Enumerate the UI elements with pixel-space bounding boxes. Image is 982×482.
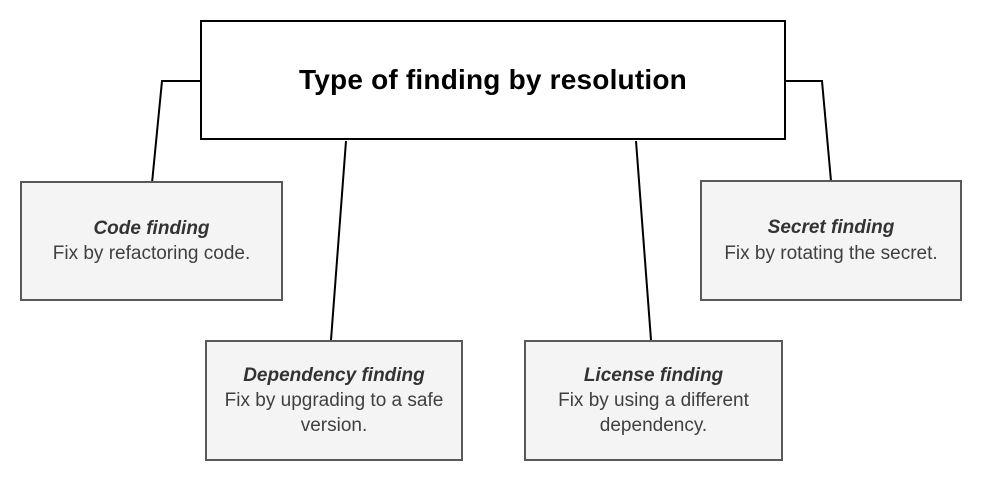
node-dependency-finding-title: Dependency finding (243, 364, 425, 386)
node-code-finding-title: Code finding (93, 217, 210, 239)
node-dependency-finding-description: Fix by upgrading to a safe version. (224, 389, 444, 437)
edge-root-to-dependency-finding (330, 140, 347, 341)
node-license-finding: License finding Fix by using a different… (524, 340, 783, 461)
node-license-finding-description: Fix by using a different dependency. (558, 389, 749, 437)
node-code-finding: Code finding Fix by refactoring code. (20, 181, 283, 301)
node-secret-finding: Secret finding Fix by rotating the secre… (700, 180, 962, 301)
node-secret-finding-description: Fix by rotating the secret. (724, 242, 938, 264)
edge-root-to-secret-finding (786, 80, 832, 182)
node-code-finding-description: Fix by refactoring code. (52, 243, 251, 264)
edge-root-to-license-finding (635, 140, 652, 341)
root-node-title: Type of finding by resolution (299, 64, 687, 96)
root-node: Type of finding by resolution (200, 20, 786, 140)
edge-root-to-code-finding (151, 80, 200, 184)
node-license-finding-title: License finding (583, 364, 724, 386)
node-dependency-finding: Dependency finding Fix by upgrading to a… (205, 340, 463, 461)
node-secret-finding-title: Secret finding (767, 217, 895, 239)
